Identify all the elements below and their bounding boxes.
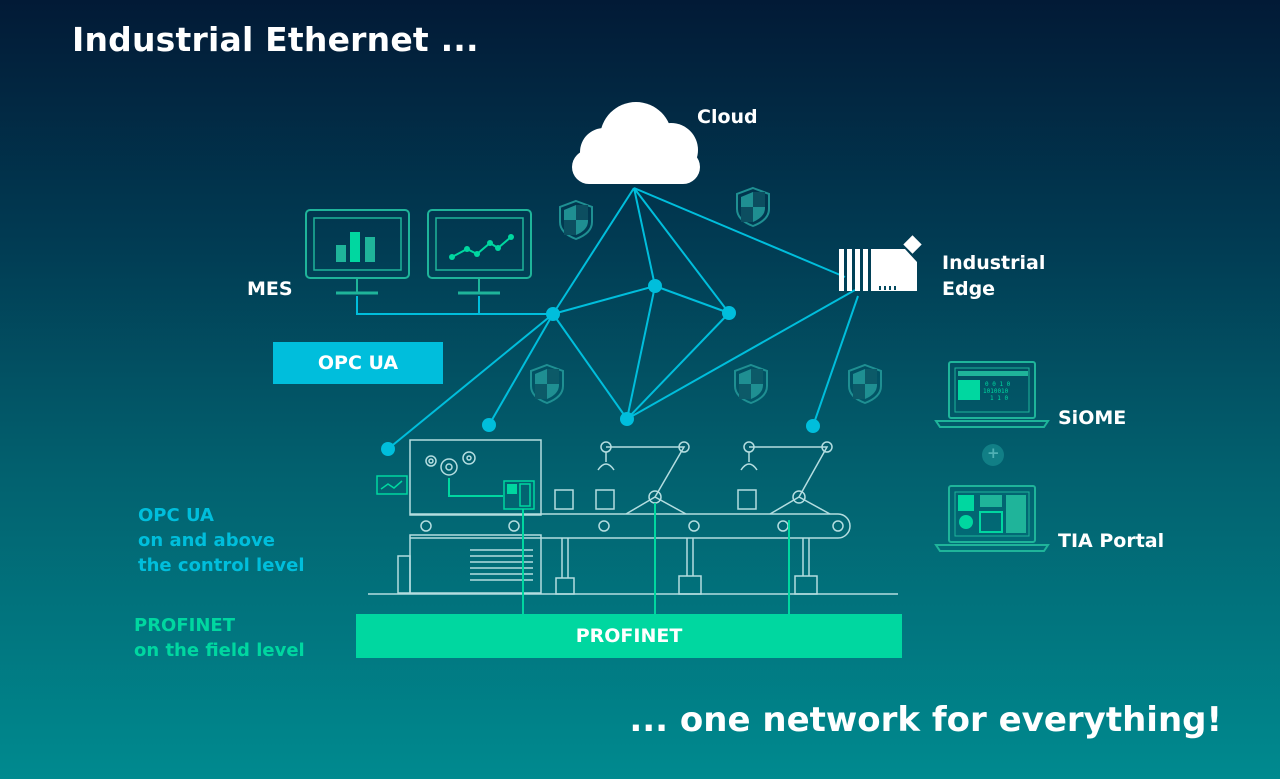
shield-icon xyxy=(559,199,593,241)
network-lines xyxy=(356,187,859,450)
opc-ua-box: OPC UA xyxy=(273,342,443,384)
cloud-icon xyxy=(572,102,700,184)
shield-icon xyxy=(530,363,564,405)
svg-text:1 1 0: 1 1 0 xyxy=(990,395,1008,402)
svg-text:1010010: 1010010 xyxy=(983,388,1009,395)
shield-icon xyxy=(848,363,882,405)
svg-text:0 0 1 0: 0 0 1 0 xyxy=(985,381,1011,388)
plc-controller xyxy=(448,478,535,510)
cloud-label: Cloud xyxy=(697,106,758,128)
industrial-edge-label: Industrial Edge xyxy=(942,252,1046,300)
monitor-bar-chart-icon xyxy=(305,209,410,295)
shield-icon xyxy=(736,186,770,228)
gear-icon xyxy=(425,451,476,476)
opc-ua-note: OPC UA on and above the control level xyxy=(138,505,305,576)
conveyor-icon xyxy=(410,513,851,595)
robot-arm-icon xyxy=(740,441,833,515)
plus-sign: + xyxy=(987,444,1000,462)
siome-label: SiOME xyxy=(1058,407,1127,429)
tia-portal-label: TIA Portal xyxy=(1058,530,1165,552)
conveyor-boxes xyxy=(554,489,757,510)
profinet-note: PROFINET on the field level xyxy=(134,615,305,661)
profinet-lines xyxy=(522,503,790,614)
network-nodes xyxy=(381,279,820,456)
shield-icon xyxy=(734,363,768,405)
robot-arm-icon xyxy=(597,441,690,515)
tagline: ... one network for everything! xyxy=(629,700,1222,740)
laptop-tia-portal-icon xyxy=(934,485,1050,552)
industrial-edge-icon xyxy=(839,235,922,291)
monitor-line-chart-icon xyxy=(427,209,532,295)
profinet-bar: PROFINET xyxy=(356,614,902,658)
laptop-siome-icon: 0 0 1 0 1010010 1 1 0 xyxy=(934,361,1050,428)
plus-circle xyxy=(982,444,1004,466)
side-screen-icon xyxy=(376,475,408,495)
mes-label: MES xyxy=(247,278,293,300)
page-title: Industrial Ethernet ... xyxy=(72,20,479,59)
